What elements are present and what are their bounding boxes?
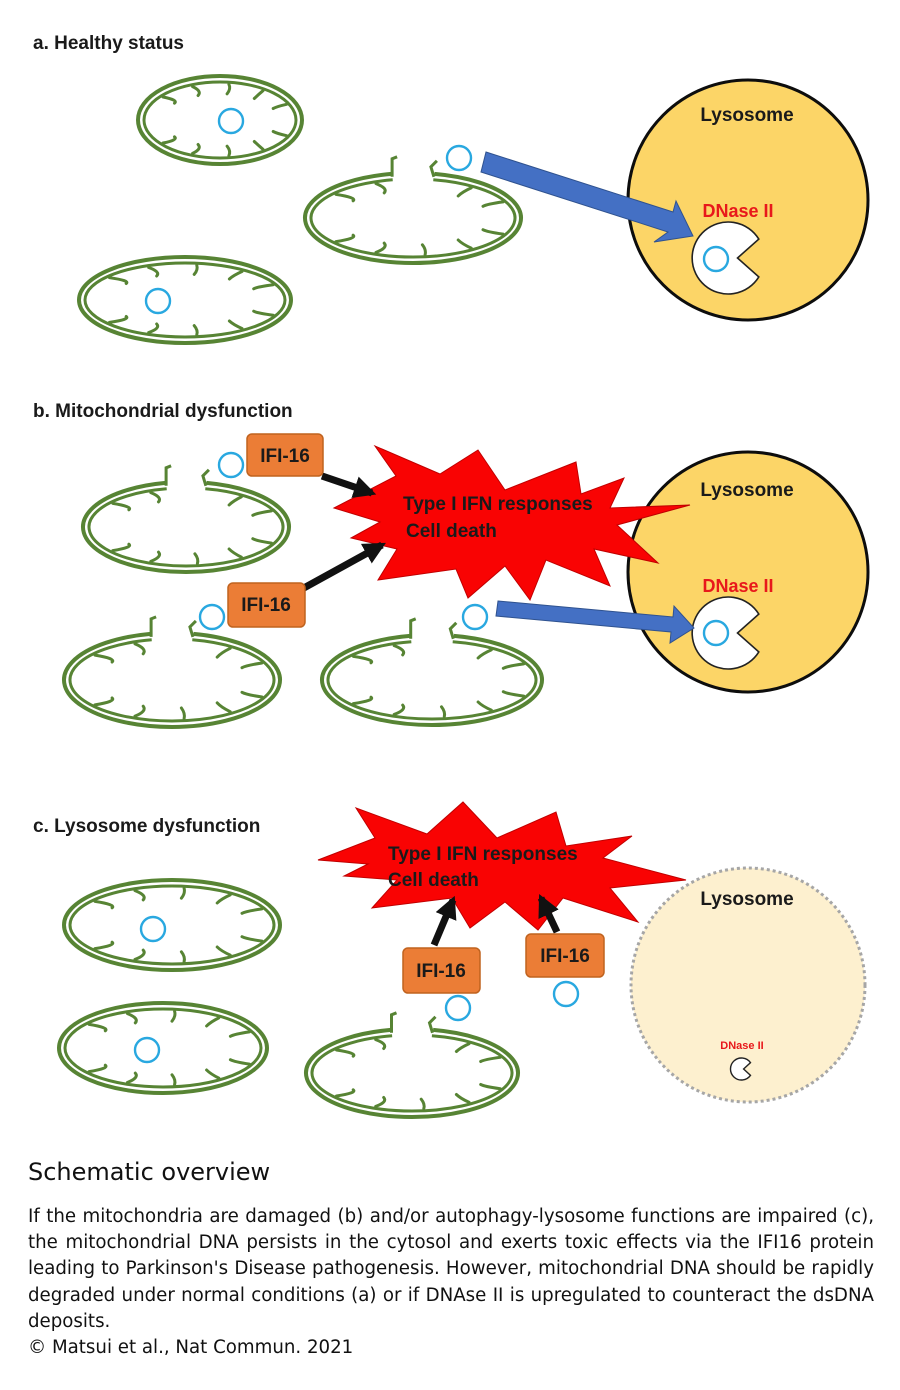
panel-c: c. Lysosome dysfunction Type I IFN respo… (33, 801, 867, 1119)
ifi16-box (227, 582, 306, 628)
lysosome-label: Lysosome (700, 480, 793, 501)
mitochondrion-icon (304, 1011, 520, 1119)
mtdna-circle-icon (445, 144, 473, 172)
panel-b: b. Mitochondrial dysfunction Lysosome DN… (33, 401, 870, 729)
mitochondrion-icon (77, 255, 293, 345)
ifi16-label: IFI-16 (241, 595, 291, 616)
mitochondrion-icon (320, 617, 544, 727)
ifn-burst-icon (317, 801, 687, 931)
mtdna-circle-icon (133, 1036, 161, 1064)
black-arrow-icon (300, 541, 386, 593)
ifi16-label: IFI-16 (260, 446, 310, 467)
panel-b-title: b. Mitochondrial dysfunction (33, 401, 293, 422)
mtdna-circle-icon (702, 245, 730, 273)
caption-credit: © Matsui et al., Nat Commun. 2021 (28, 1337, 354, 1359)
lysosome-label: Lysosome (700, 889, 793, 910)
burst-line-1: Type I IFN responses (388, 844, 578, 865)
ifi16-box (246, 433, 324, 477)
dnase-label: DNase II (702, 201, 773, 221)
mtdna-circle-icon (444, 994, 472, 1022)
blue-arrow-icon (495, 600, 695, 644)
burst-line-1: Type I IFN responses (403, 494, 593, 515)
mitochondrion-icon (57, 1001, 269, 1095)
burst-line-2: Cell death (388, 870, 479, 891)
ifn-burst-icon (332, 444, 691, 602)
mitochondrion-icon (136, 74, 304, 166)
mtdna-circle-icon (139, 915, 167, 943)
burst-line-2: Cell death (406, 521, 497, 542)
mitochondrion-icon (303, 155, 523, 265)
mitochondrion-icon (62, 615, 282, 729)
mtdna-circle-icon (552, 980, 580, 1008)
ifi16-box (525, 933, 605, 978)
caption: Schematic overview If the mitochondria a… (28, 1158, 874, 1361)
ifi16-label: IFI-16 (416, 961, 466, 982)
mtdna-circle-icon (217, 107, 245, 135)
ifi16-box (402, 947, 481, 994)
blue-arrow-icon (480, 151, 694, 243)
dnase-pacman-icon (729, 1057, 752, 1081)
ifi16-label: IFI-16 (540, 946, 590, 967)
lysosome-label: Lysosome (700, 105, 793, 126)
dnase-label: DNase II (720, 1040, 763, 1052)
panel-c-title: c. Lysosome dysfunction (33, 816, 260, 837)
mtdna-circle-icon (144, 287, 172, 315)
mitochondrion-icon (62, 878, 282, 972)
mtdna-circle-icon (217, 451, 245, 479)
panel-a: a. Healthy status Lysosome DNase II (33, 33, 870, 345)
dnase-pacman-icon (691, 221, 760, 295)
mtdna-circle-icon (702, 619, 730, 647)
schematic-diagram: a. Healthy status Lysosome DNase II b. M… (33, 33, 870, 1119)
mtdna-circle-icon (461, 603, 489, 631)
black-arrow-icon (430, 895, 457, 947)
lysosome-icon (629, 866, 867, 1104)
caption-title: Schematic overview (28, 1158, 271, 1186)
dnase-label: DNase II (702, 576, 773, 596)
black-arrow-icon (537, 893, 561, 934)
caption-body: If the mitochondria are damaged (b) and/… (28, 1206, 874, 1332)
mitochondrion-icon (81, 464, 291, 574)
panel-a-title: a. Healthy status (33, 33, 184, 54)
mtdna-circle-icon (198, 603, 226, 631)
black-arrow-icon (320, 472, 377, 498)
